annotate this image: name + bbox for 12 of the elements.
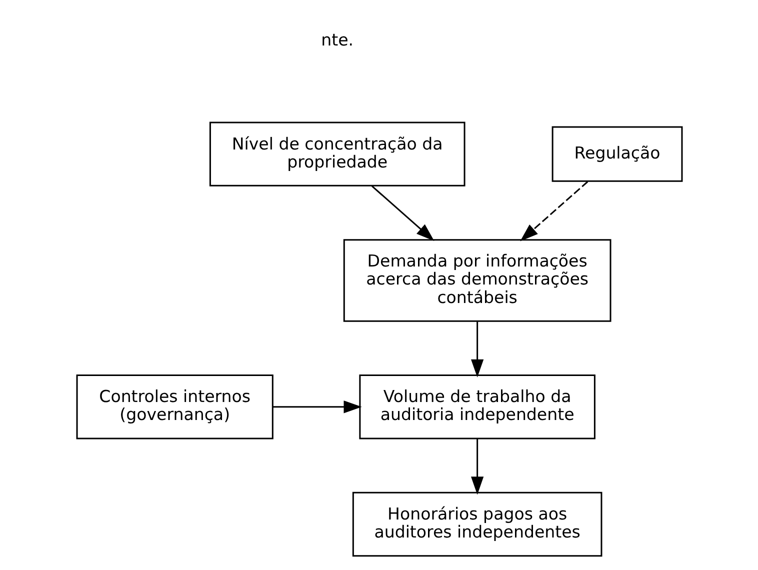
arrow	[470, 439, 484, 495]
arrow	[272, 400, 362, 414]
node-box: Honorários pagos aos auditores independentes	[352, 492, 602, 557]
node-box: Regulação	[551, 126, 682, 182]
node-box: Volume de trabalho da auditoria independente	[358, 374, 595, 440]
arrow	[520, 181, 588, 242]
node-box: Demanda por informações acerca das demonstrações contábeis	[342, 239, 611, 322]
arrow	[370, 186, 434, 242]
arrow	[470, 322, 484, 378]
label: nte.	[320, 30, 354, 50]
node-box: Controles internos (governança)	[76, 374, 273, 440]
node-box: Nível de concentração da propriedade	[208, 122, 465, 186]
